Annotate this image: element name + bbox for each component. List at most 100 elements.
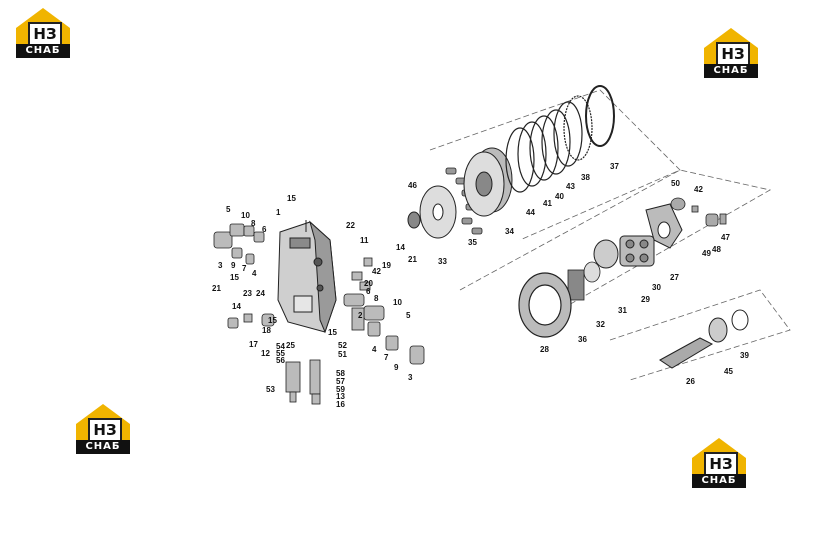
callout-3: 3 — [218, 261, 223, 270]
valve-parts-47-49 — [705, 213, 727, 227]
callout-41: 41 — [543, 199, 552, 208]
callout-26: 26 — [686, 377, 695, 386]
rotor-34 — [463, 147, 513, 217]
logo-caption: СНАБ — [704, 64, 758, 78]
callout-14b: 14 — [232, 302, 241, 311]
callout-6: 6 — [262, 225, 267, 234]
callout-27: 27 — [670, 273, 679, 282]
callout-40: 40 — [555, 192, 564, 201]
gear-parts — [567, 261, 601, 301]
callout-1: 1 — [276, 208, 281, 217]
callout-15c: 15 — [268, 316, 277, 325]
callout-23: 23 — [243, 289, 252, 298]
callout-10: 10 — [241, 211, 250, 220]
callout-10b: 10 — [393, 298, 402, 307]
logo-caption: СНАБ — [16, 44, 70, 58]
callout-32: 32 — [596, 320, 605, 329]
callout-21: 21 — [408, 255, 417, 264]
callout-4b: 4 — [372, 345, 377, 354]
callout-35: 35 — [468, 238, 477, 247]
callout-18: 18 — [262, 326, 271, 335]
callout-30: 30 — [652, 283, 661, 292]
callout-8b: 8 — [374, 294, 379, 303]
callout-56: 56 — [276, 356, 285, 365]
callout-28: 28 — [540, 345, 549, 354]
friction-rings — [505, 85, 615, 193]
callout-24: 24 — [256, 289, 265, 298]
assembly-guides — [429, 89, 791, 381]
callout-42: 42 — [372, 267, 381, 276]
callout-46: 46 — [408, 181, 417, 190]
callout-14: 14 — [396, 243, 405, 252]
callout-5b: 5 — [406, 311, 411, 320]
callout-54: 54 — [276, 342, 285, 351]
plugs-50-42 — [670, 197, 699, 213]
callout-47: 47 — [721, 233, 730, 242]
logo-caption: СНАБ — [692, 474, 746, 488]
piston-block — [593, 235, 655, 269]
callout-8: 8 — [251, 219, 256, 228]
logo-bottom-left: НЗ СНАБ — [74, 402, 132, 456]
callout-4: 4 — [252, 269, 257, 278]
ring-gear-28 — [518, 272, 572, 338]
callout-3b: 3 — [408, 373, 413, 382]
callout-36: 36 — [578, 335, 587, 344]
callout-6b: 6 — [366, 287, 371, 296]
callout-12: 12 — [261, 349, 270, 358]
callout-9b: 9 — [394, 363, 399, 372]
callout-34: 34 — [505, 227, 514, 236]
logo-top-left: НЗ СНАБ — [14, 6, 72, 60]
callout-59: 59 — [336, 385, 345, 394]
callout-31: 31 — [618, 306, 627, 315]
callout-52: 52 — [338, 341, 347, 350]
callout-48: 48 — [712, 245, 721, 254]
callout-33: 33 — [438, 257, 447, 266]
callout-50: 50 — [671, 179, 680, 188]
callout-5: 5 — [226, 205, 231, 214]
callout-49: 49 — [702, 249, 711, 258]
callout-42b: 42 — [694, 185, 703, 194]
callout-53: 53 — [266, 385, 275, 394]
callout-11: 11 — [360, 236, 369, 245]
callout-39: 39 — [740, 351, 749, 360]
callout-51: 51 — [338, 350, 347, 359]
fittings-right — [343, 257, 425, 365]
cam-plate — [407, 185, 457, 239]
callout-2: 2 — [358, 311, 363, 320]
callout-15: 15 — [287, 194, 296, 203]
shaft-26 — [659, 309, 749, 369]
callout-21b: 21 — [212, 284, 221, 293]
callout-17: 17 — [249, 340, 258, 349]
callout-22: 22 — [346, 221, 355, 230]
valve-body — [277, 220, 337, 334]
callout-25: 25 — [286, 341, 295, 350]
callout-15b: 15 — [230, 273, 239, 282]
callout-20: 20 — [364, 279, 373, 288]
callout-43: 43 — [566, 182, 575, 191]
callout-labels: 5 10 8 6 1 15 22 11 14 21 19 42 3 9 7 4 … — [212, 162, 749, 409]
logo-mark: НЗ — [704, 452, 738, 476]
fittings-left — [213, 223, 321, 405]
callout-44: 44 — [526, 208, 535, 217]
callout-13: 13 — [336, 392, 345, 401]
logo-mark: НЗ — [28, 22, 62, 46]
callout-29: 29 — [641, 295, 650, 304]
callout-37: 37 — [610, 162, 619, 171]
callout-16: 16 — [336, 400, 345, 409]
logo-bottom-right: НЗ СНАБ — [690, 436, 748, 490]
callout-55: 55 — [276, 349, 285, 358]
callout-58: 58 — [336, 369, 345, 378]
callout-9: 9 — [231, 261, 236, 270]
holder-27 — [645, 203, 683, 249]
callout-7b: 7 — [384, 353, 389, 362]
callout-15d: 15 — [328, 328, 337, 337]
callout-19: 19 — [382, 261, 391, 270]
callout-57: 57 — [336, 377, 345, 386]
callout-38: 38 — [581, 173, 590, 182]
callout-45: 45 — [724, 367, 733, 376]
logo-caption: СНАБ — [76, 440, 130, 454]
callout-7: 7 — [242, 264, 247, 273]
logo-top-right: НЗ СНАБ — [702, 26, 760, 80]
